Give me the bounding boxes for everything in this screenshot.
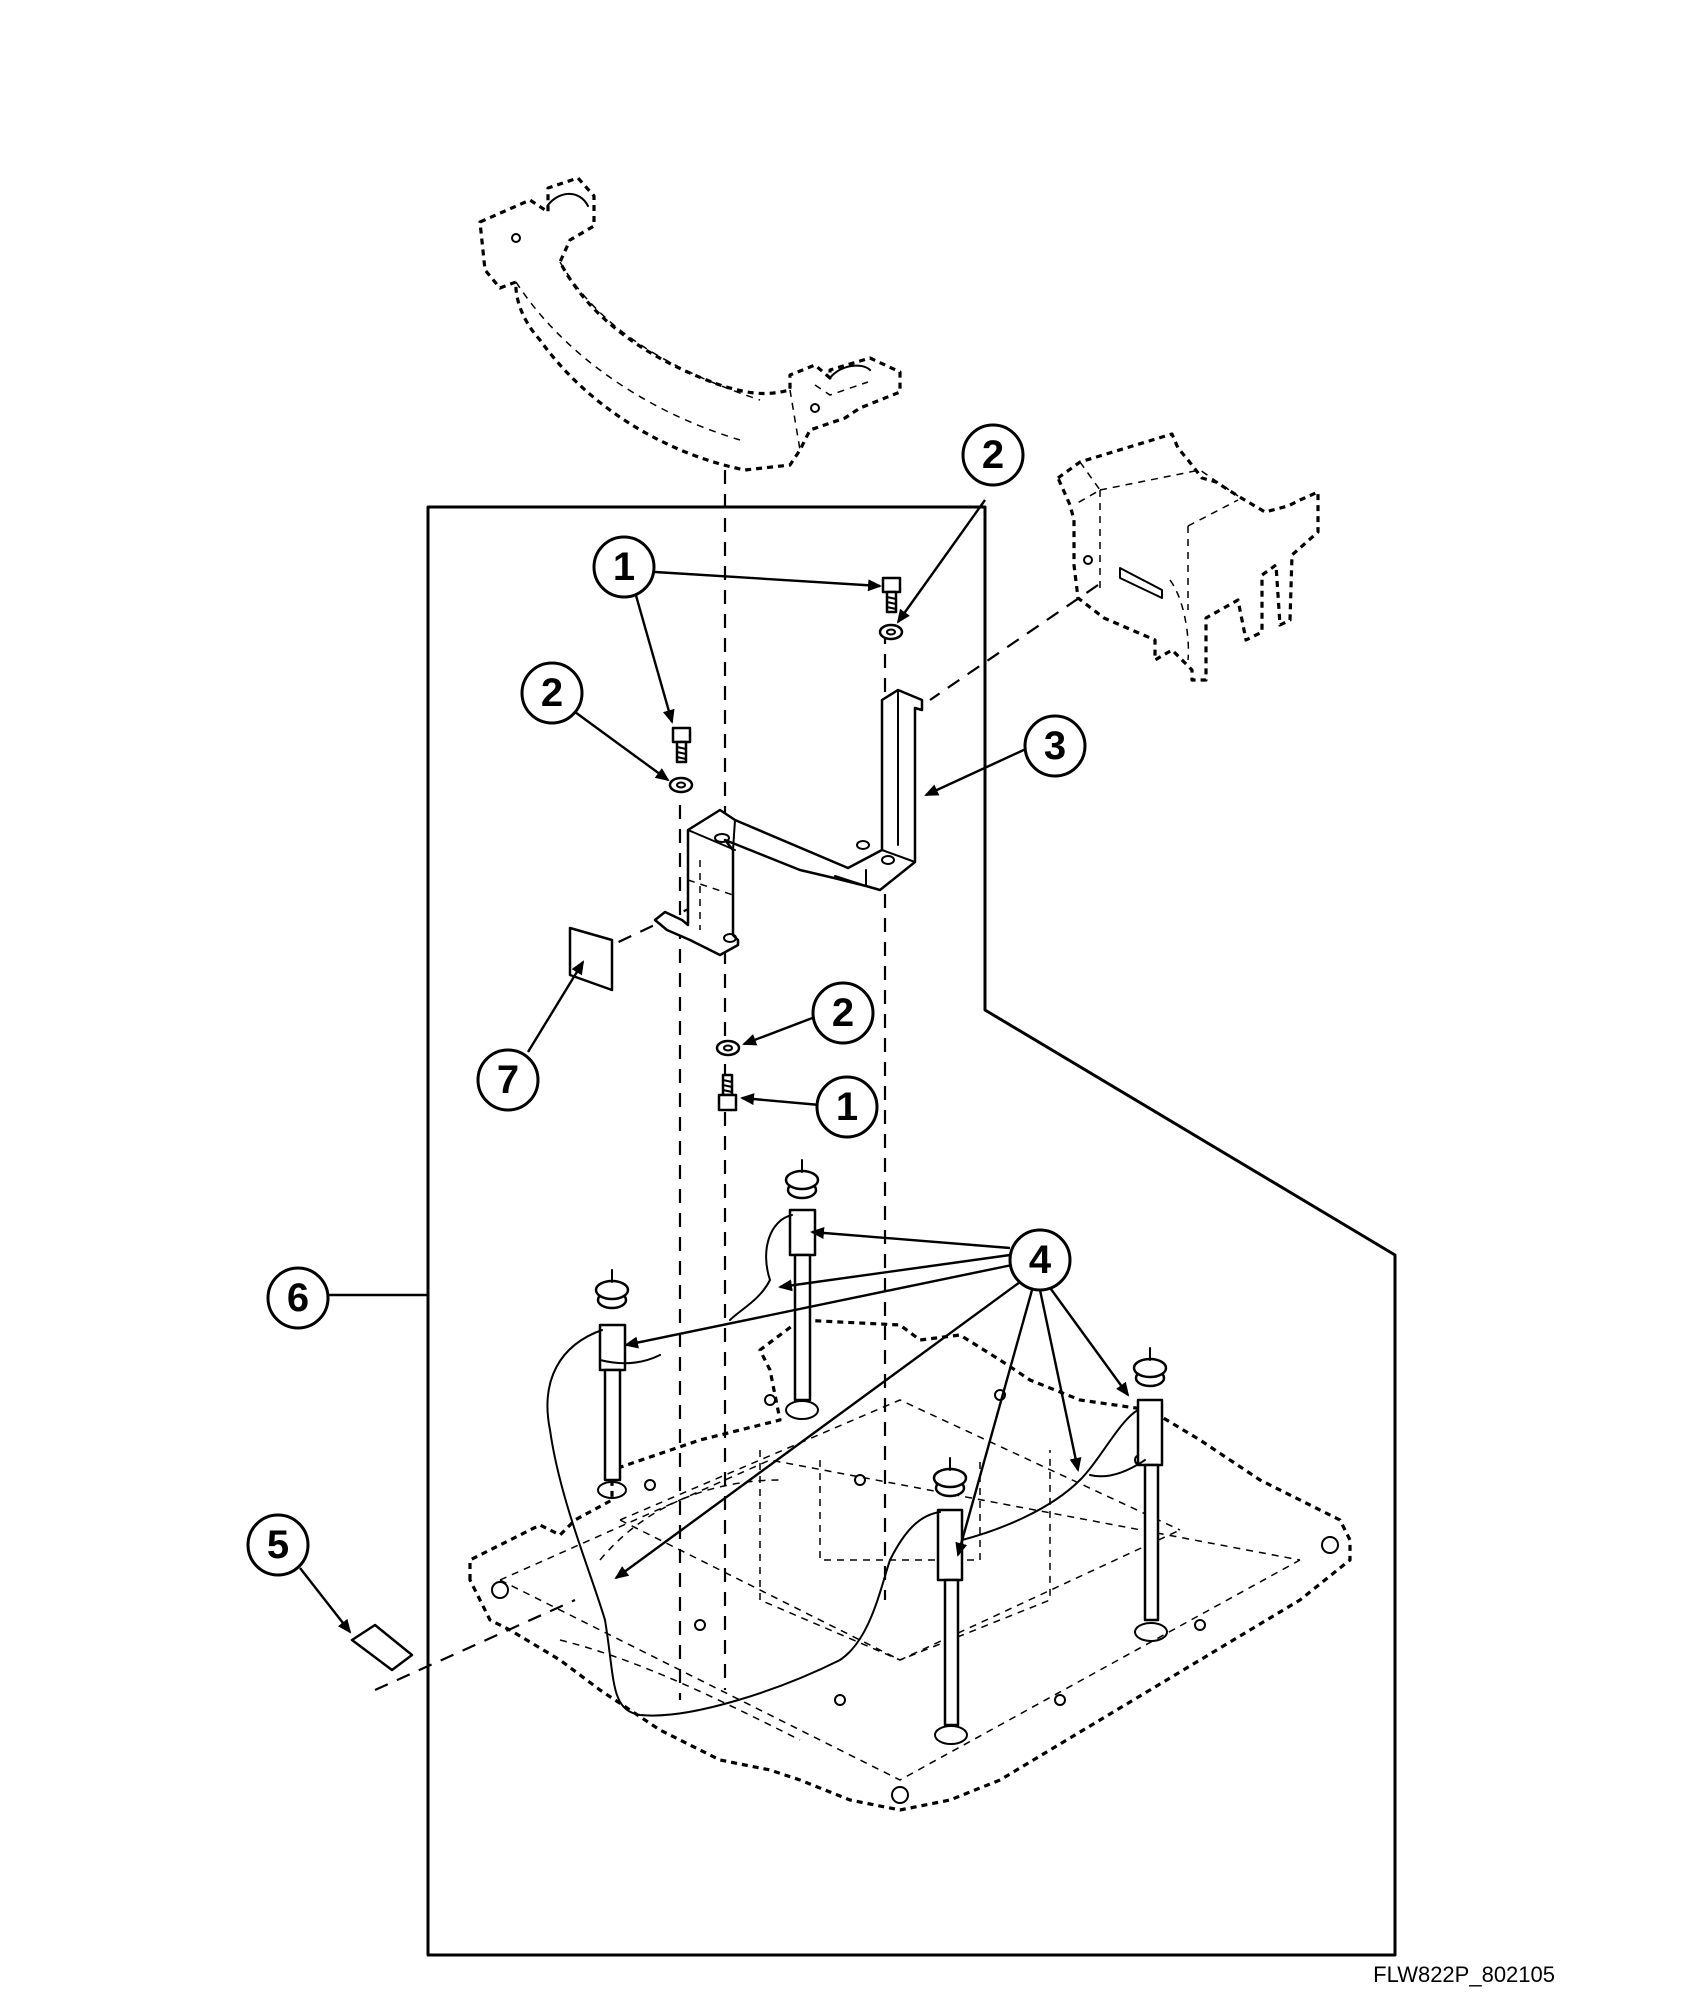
callout-1-top-label: 1 [613, 545, 635, 589]
bolt-lower [717, 1073, 738, 1112]
bolt-upper-left [671, 726, 692, 764]
callout-6-label: 6 [287, 1276, 309, 1320]
callout-2-lower: 2 [811, 981, 875, 1045]
label-part-5 [350, 1623, 414, 1672]
callout-6: 6 [266, 1266, 330, 1330]
callout-2-upper-left: 2 [520, 661, 584, 725]
damper-left-rear [784, 1159, 820, 1420]
callout-leaders [299, 499, 1130, 1634]
upper-crossbar-bracket [478, 176, 902, 472]
callout-7-label: 7 [497, 1058, 519, 1102]
callout-1-lower: 1 [815, 1075, 879, 1139]
damper-right-rear [1132, 1347, 1168, 1642]
callout-4-label: 4 [1029, 1238, 1052, 1282]
callout-5: 5 [246, 1513, 310, 1577]
callout-7: 7 [476, 1048, 540, 1112]
callout-5-label: 5 [267, 1523, 289, 1567]
label-part-7 [568, 926, 614, 992]
callout-1-lower-label: 1 [836, 1085, 858, 1129]
damper-wire-harness [546, 1214, 1146, 1717]
callout-2-lower-label: 2 [832, 991, 854, 1035]
callout-3: 3 [1023, 714, 1087, 778]
washer-upper-right [878, 623, 904, 641]
washer-lower [715, 1039, 741, 1057]
washer-upper-left [668, 776, 694, 794]
support-bracket [653, 688, 924, 957]
kit-boundary-frame [426, 505, 1397, 1957]
damper-right-front [932, 1457, 968, 1745]
callout-1-top: 1 [592, 535, 656, 599]
damper-left-front [594, 1269, 630, 1499]
callout-4: 4 [1008, 1228, 1072, 1292]
callout-2-upper-right: 2 [961, 423, 1025, 487]
base-frame [468, 1318, 1352, 1812]
figure-reference-id: FLW822P_802105 [1373, 1962, 1555, 1987]
bolt-upper-right [881, 576, 902, 614]
callout-2-upper-left-label: 2 [541, 671, 563, 715]
callout-2-upper-right-label: 2 [982, 433, 1004, 477]
upper-right-frame-section [1056, 432, 1320, 682]
callout-3-label: 3 [1044, 724, 1066, 768]
